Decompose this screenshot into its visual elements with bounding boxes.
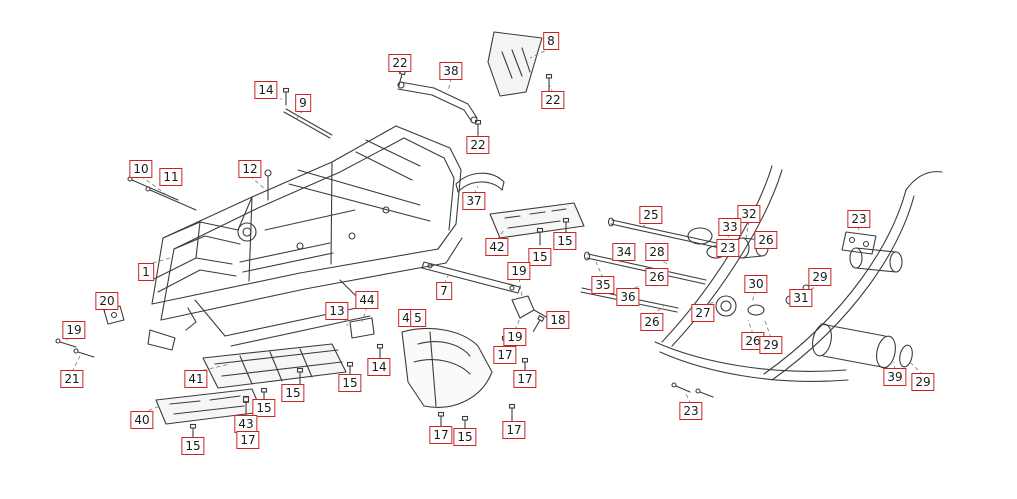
part-callout-15: 15 (453, 428, 477, 446)
part-callout-23: 23 (847, 210, 871, 228)
part-callout-27: 27 (691, 304, 715, 322)
part-callout-42: 42 (485, 238, 509, 256)
main-frame-art (147, 125, 463, 351)
part-callout-25: 25 (639, 206, 663, 224)
part-callout-28: 28 (645, 243, 669, 261)
part-callout-44: 44 (355, 291, 379, 309)
part-callout-15: 15 (252, 399, 276, 417)
part-callout-33: 33 (718, 218, 742, 236)
part-callout-7: 7 (436, 282, 452, 300)
part-callout-15: 15 (528, 248, 552, 266)
part-callout-17: 17 (429, 426, 453, 444)
part-callout-37: 37 (462, 192, 486, 210)
part-callout-23: 23 (716, 239, 740, 257)
part-callout-10: 10 (129, 160, 153, 178)
part-callout-29: 29 (911, 373, 935, 391)
part-callout-31: 31 (789, 289, 813, 307)
part-callout-1: 1 (138, 263, 154, 281)
part-callout-13: 13 (325, 302, 349, 320)
part-callout-22: 22 (388, 54, 412, 72)
part-callout-9: 9 (295, 94, 311, 112)
rear-assembly-art (580, 165, 943, 398)
part-callout-17: 17 (493, 346, 517, 364)
part-callout-12: 12 (238, 160, 262, 178)
part-callout-20: 20 (95, 292, 119, 310)
part-callout-39: 39 (883, 368, 907, 386)
part-callout-22: 22 (541, 91, 565, 109)
part-callout-41: 41 (184, 370, 208, 388)
part-callout-34: 34 (612, 243, 636, 261)
part-callout-18: 18 (546, 311, 570, 329)
part-callout-17: 17 (236, 431, 260, 449)
upper-parts-art (283, 31, 543, 193)
part-callout-15: 15 (553, 232, 577, 250)
part-callout-19: 19 (503, 328, 527, 346)
part-callout-23: 23 (679, 402, 703, 420)
part-callout-29: 29 (808, 268, 832, 286)
part-callout-8: 8 (543, 32, 559, 50)
part-callout-38: 38 (439, 62, 463, 80)
part-callout-35: 35 (591, 276, 615, 294)
part-callout-15: 15 (281, 384, 305, 402)
part-callout-26: 26 (645, 268, 669, 286)
part-callout-26: 26 (640, 313, 664, 331)
part-callout-32: 32 (737, 205, 761, 223)
part-callout-19: 19 (62, 321, 86, 339)
part-callout-22: 22 (466, 136, 490, 154)
part-callout-17: 17 (513, 370, 537, 388)
part-callout-29: 29 (759, 336, 783, 354)
part-callout-14: 14 (254, 81, 278, 99)
part-callout-26: 26 (754, 231, 778, 249)
part-callout-19: 19 (507, 262, 531, 280)
fasteners-art (189, 69, 570, 442)
part-callout-21: 21 (60, 370, 84, 388)
part-callout-11: 11 (159, 168, 183, 186)
part-callout-14: 14 (367, 358, 391, 376)
part-callout-40: 40 (130, 411, 154, 429)
part-callout-30: 30 (744, 275, 768, 293)
part-callout-36: 36 (616, 288, 640, 306)
part-callout-17: 17 (502, 421, 526, 439)
plates-art (55, 169, 585, 425)
part-callout-15: 15 (338, 374, 362, 392)
part-callout-5: 5 (410, 309, 426, 327)
part-callout-15: 15 (181, 437, 205, 455)
